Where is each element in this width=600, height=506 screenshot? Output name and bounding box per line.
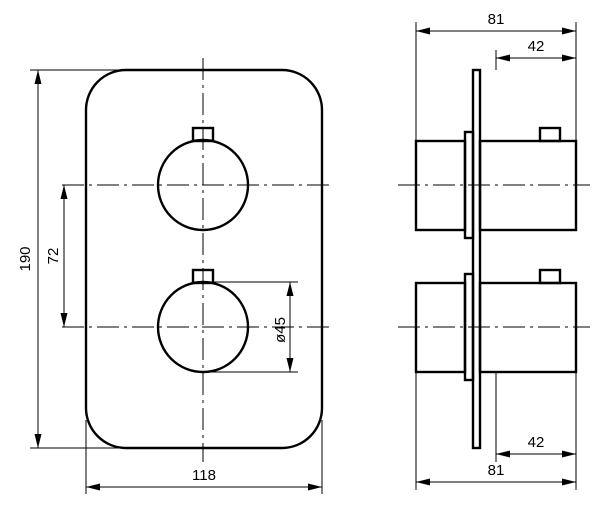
lower-body <box>478 281 578 374</box>
front-view <box>62 58 334 462</box>
dimension-118: 118 <box>85 420 323 494</box>
height-dimension-label: 190 <box>17 246 34 271</box>
top-total-dimension-label: 81 <box>488 11 505 28</box>
dimension-bottom-42: 42 <box>495 372 577 462</box>
dimension-190: 190 <box>17 69 124 449</box>
upper-indicator-tab <box>538 126 562 143</box>
side-view <box>398 68 590 450</box>
dimension-top-42: 42 <box>495 38 576 70</box>
bottom-partial-dimension-label: 42 <box>528 434 545 451</box>
cover-plate <box>84 68 324 450</box>
dimension-bottom-81: 81 <box>415 372 577 490</box>
diameter-dimension-label: ø45 <box>272 317 289 343</box>
dimension-72: 72 <box>45 185 68 327</box>
lower-indicator-tab <box>538 268 562 285</box>
spacing-dimension-label: 72 <box>45 248 62 265</box>
side-cover-plate <box>471 68 482 450</box>
dimension-top-81: 81 <box>415 11 577 141</box>
top-partial-dimension-label: 42 <box>528 38 545 55</box>
width-dimension-label: 118 <box>192 467 216 484</box>
bottom-total-dimension-label: 81 <box>488 462 505 479</box>
dimension-diameter-45: ø45 <box>203 281 298 373</box>
upper-body <box>478 139 578 232</box>
